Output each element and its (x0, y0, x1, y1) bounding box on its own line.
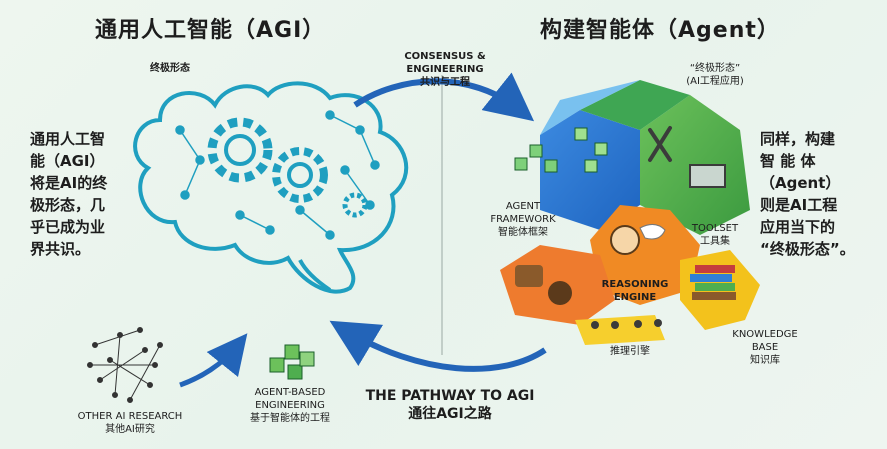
knowledge-zh: 知识库 (750, 355, 780, 366)
left-desc-line: 通用人工智 (30, 130, 106, 148)
tools-icon (648, 126, 726, 188)
right-desc-line: 同样，构建 (760, 130, 836, 148)
right-description: 同样，构建 智 能 体 （Agent） 则是AI工程 应用当下的 “终极形态”。 (760, 128, 880, 260)
robot-icon (515, 265, 572, 305)
framework-zh: 智能体框架 (498, 227, 548, 238)
reasoning-engine-label: REASONING ENGINE (585, 278, 685, 304)
reasoning-zh-label: 推理引擎 (610, 346, 650, 357)
other-en: OTHER AI RESEARCH (77, 411, 183, 422)
left-desc-line: 极形态，几 (30, 196, 106, 214)
brain-icon (133, 81, 409, 294)
pathway-label: THE PATHWAY TO AGI 通往AGI之路 (360, 387, 540, 423)
agent-framework-label: AGENT FRAMEWORK 智能体框架 (468, 200, 578, 239)
ultimate-form-line1: “终极形态” (689, 63, 741, 74)
network-icon (87, 327, 163, 403)
right-desc-line: 应用当下的 (760, 218, 836, 236)
framework-en-1: AGENT (505, 201, 541, 212)
pathway-en: THE PATHWAY TO AGI (365, 388, 535, 404)
left-description: 通用人工智 能（AGI） 将是AI的终 极形态，几 乎已成为业 界共识。 (30, 128, 140, 260)
top-arrow-en: CONSENSUS & ENGINEERING (404, 51, 486, 75)
reasoning-en-1: REASONING (601, 279, 669, 290)
gear-icon (207, 117, 368, 218)
right-title: 构建智能体（Agent） (540, 18, 780, 43)
framework-en-2: FRAMEWORK (490, 214, 556, 225)
knowledge-en-1: KNOWLEDGE (732, 329, 798, 340)
left-desc-line: 界共识。 (30, 240, 91, 258)
top-arrow (353, 72, 535, 122)
top-arrow-zh: 共识与工程 (420, 77, 470, 88)
reasoning-en-2: ENGINE (613, 292, 657, 303)
agent-based-en-1: AGENT-BASED (254, 387, 326, 398)
right-desc-line: 智 能 体 (760, 152, 816, 170)
pathway-arrow (329, 320, 547, 372)
neural-network-icon (175, 110, 380, 240)
top-arrow-label: CONSENSUS & ENGINEERING 共识与工程 (370, 50, 520, 89)
right-desc-line: 则是AI工程 (760, 196, 838, 214)
left-desc-line: 能（AGI） (30, 152, 105, 170)
right-desc-line: （Agent） (760, 174, 841, 192)
other-research-label: OTHER AI RESEARCH 其他AI研究 (60, 410, 200, 436)
books-icon (690, 265, 736, 300)
toolset-zh: 工具集 (700, 236, 730, 247)
research-arrow (179, 333, 248, 388)
left-title: 通用人工智能（AGI） (95, 18, 326, 43)
pathway-zh: 通往AGI之路 (408, 406, 492, 422)
right-desc-line: “终极形态”。 (760, 240, 855, 258)
agent-based-label: AGENT-BASED ENGINEERING 基于智能体的工程 (235, 386, 345, 425)
left-desc-line: 乎已成为业 (30, 218, 106, 236)
tool-icons (591, 319, 662, 329)
ultimate-form-line2: (AI工程应用) (686, 76, 744, 87)
knowledge-en-2: BASE (751, 342, 779, 353)
left-desc-line: 将是AI的终 (30, 174, 108, 192)
brain-label: 终极形态 (150, 63, 190, 74)
thinker-icon (610, 224, 666, 255)
knowledge-base-label: KNOWLEDGE BASE 知识库 (720, 328, 810, 367)
toolset-label: TOOLSET 工具集 (680, 222, 750, 248)
ultimate-form-label: “终极形态” (AI工程应用) (665, 62, 765, 88)
agent-cubes-icon (269, 344, 315, 380)
agent-based-zh: 基于智能体的工程 (250, 413, 330, 424)
cubes-icon (514, 127, 608, 173)
agent-based-en-2: ENGINEERING (255, 400, 325, 411)
toolset-en: TOOLSET (691, 223, 739, 234)
other-zh: 其他AI研究 (105, 424, 155, 435)
